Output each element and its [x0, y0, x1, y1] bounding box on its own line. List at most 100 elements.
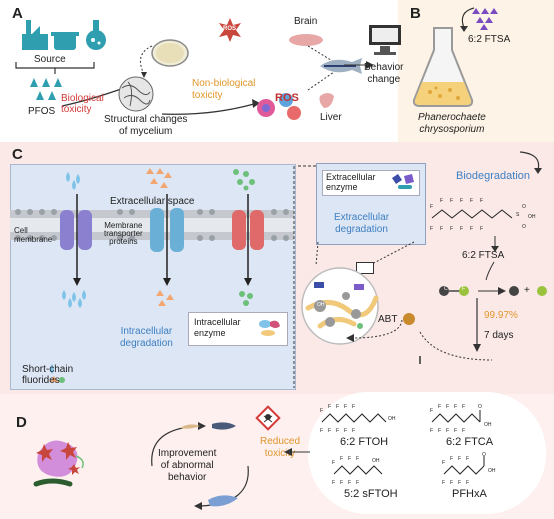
svg-text:F: F	[454, 404, 457, 410]
svg-text:F: F	[430, 408, 433, 414]
svg-text:F: F	[356, 456, 359, 462]
panel-label-c: C	[12, 146, 23, 163]
biodegradation-label: Biodegradation	[456, 170, 531, 182]
arrow-into-flask	[460, 7, 475, 32]
extracellular-space-label: Extracellular space	[110, 196, 195, 207]
mycelium-toxicity-icon	[33, 440, 80, 487]
flask-icon	[86, 20, 106, 50]
svg-text:S: S	[516, 212, 520, 218]
ros-cells-icon	[257, 93, 301, 120]
particles-green-top	[233, 169, 255, 191]
svg-text:F: F	[328, 404, 331, 410]
panel-label-b: B	[410, 5, 421, 22]
svg-text:F: F	[336, 428, 339, 434]
svg-text:F: F	[462, 404, 465, 410]
zoom-lines	[315, 241, 415, 267]
abt-dashed-arrow	[346, 319, 403, 342]
source-icons	[22, 20, 106, 50]
svg-text:O: O	[522, 224, 526, 230]
particles-blue-bottom	[62, 290, 86, 308]
source-bracket	[15, 62, 95, 74]
svg-text:F: F	[466, 480, 469, 486]
svg-text:F: F	[462, 428, 465, 434]
svg-text:F: F	[348, 480, 351, 486]
svg-text:F: F	[332, 480, 335, 486]
arrow-down-blue	[163, 194, 171, 286]
svg-text:F: F	[336, 404, 339, 410]
svg-text:F: F	[466, 456, 469, 462]
svg-text:F: F	[442, 460, 445, 466]
extracellular-enzyme-inner	[322, 170, 420, 196]
svg-text:F: F	[450, 226, 453, 232]
arrow-to-products	[473, 298, 481, 352]
intracellular-enzyme-icon	[259, 320, 280, 336]
svg-text:F: F	[460, 198, 463, 204]
svg-text:F: F	[348, 456, 351, 462]
svg-text:F: F	[352, 404, 355, 410]
percent-label: 99.97%	[484, 310, 518, 321]
svg-text:F: F	[470, 226, 473, 232]
cf-bond-cleavage	[439, 286, 547, 296]
ftsa-label-b: 6:2 FTSA	[468, 34, 511, 45]
svg-text:O: O	[482, 452, 486, 458]
svg-text:O: O	[478, 404, 482, 410]
arrow-to-reduced	[284, 448, 310, 456]
svg-text:F: F	[440, 226, 443, 232]
svg-text:F: F	[460, 226, 463, 232]
pot-icon	[51, 32, 79, 50]
svg-text:OH: OH	[372, 458, 380, 464]
svg-text:F: F	[438, 404, 441, 410]
svg-text:F: F	[480, 226, 483, 232]
pfos-label: PFOS	[28, 106, 56, 117]
svg-text:F: F	[446, 404, 449, 410]
liver-label: Liver	[320, 112, 342, 123]
factory-icon	[22, 20, 48, 50]
svg-text:F: F	[332, 460, 335, 466]
svg-text:F: F	[356, 480, 359, 486]
ftsa-molecules-icon	[472, 8, 498, 30]
svg-text:F: F	[450, 480, 453, 486]
products-oval	[308, 392, 546, 514]
channel-purple-icon	[60, 210, 92, 250]
particles-orange-bottom	[156, 290, 174, 306]
arrow-down-red	[244, 194, 252, 286]
svg-text:OH: OH	[388, 416, 396, 422]
brain-icon	[289, 34, 323, 46]
ftsa-label-c: 6:2 FTSA	[462, 250, 505, 261]
svg-text:F: F	[480, 198, 483, 204]
svg-text:F: F	[446, 428, 449, 434]
svg-text:F: F	[430, 428, 433, 434]
zebrafish-icon	[320, 58, 362, 74]
mycelium-icon	[118, 76, 154, 112]
svg-text:OH: OH	[488, 468, 496, 474]
svg-text:O: O	[522, 204, 526, 210]
svg-text:F: F	[430, 226, 433, 232]
svg-text:F: F	[344, 428, 347, 434]
arrow-down-purple	[73, 194, 81, 286]
source-label: Source	[34, 54, 66, 65]
arrow-mycelium-to-ros	[161, 99, 260, 115]
abt-icon	[403, 313, 415, 325]
dashed-connectors	[293, 165, 316, 388]
svg-text:F: F	[340, 480, 343, 486]
brain-label: Brain	[294, 16, 318, 27]
product-ftca: 6:2 FTCA	[446, 436, 494, 448]
panel-label-a: A	[12, 5, 23, 22]
svg-text:F: F	[328, 428, 331, 434]
ros-burst-icon	[219, 18, 241, 42]
